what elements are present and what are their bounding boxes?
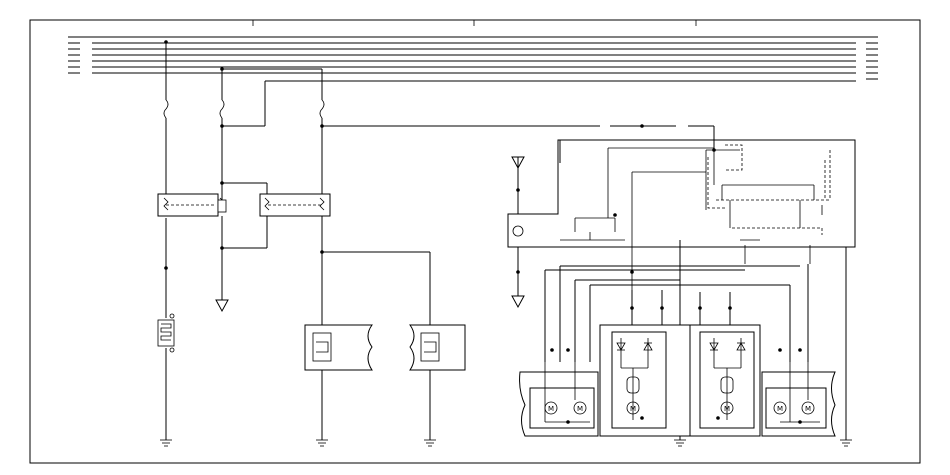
ground-icon [511, 156, 525, 170]
motor-label: M [777, 405, 783, 413]
switch-icon [707, 144, 831, 235]
drawing-frame [29, 19, 921, 464]
motor-icon: M M M [720, 401, 815, 415]
ground-icon [511, 295, 525, 309]
sensor-icon [157, 313, 175, 353]
left-circuit-wires [165, 42, 715, 440]
diode-icon [616, 338, 653, 420]
power-bus-bars [68, 36, 878, 82]
ground-icon [215, 299, 229, 313]
motor-label: M [805, 405, 811, 413]
frame-ticks [252, 20, 697, 26]
connector-icon [304, 324, 466, 371]
switch-icon [560, 147, 823, 290]
motor-label: M [577, 405, 583, 413]
ground-icon [674, 439, 852, 447]
fuse-icon [163, 99, 325, 119]
motor-assembly-left: M M M [519, 324, 691, 437]
ground-icon [160, 439, 436, 447]
motor-label: M [548, 405, 554, 413]
diode-icon [709, 338, 746, 420]
switch-icon [512, 225, 524, 237]
motor-assembly-right: M M M [689, 324, 836, 437]
motor-icon: M M M [544, 401, 640, 415]
junction-dots [164, 40, 802, 424]
relay-icon [157, 193, 331, 217]
